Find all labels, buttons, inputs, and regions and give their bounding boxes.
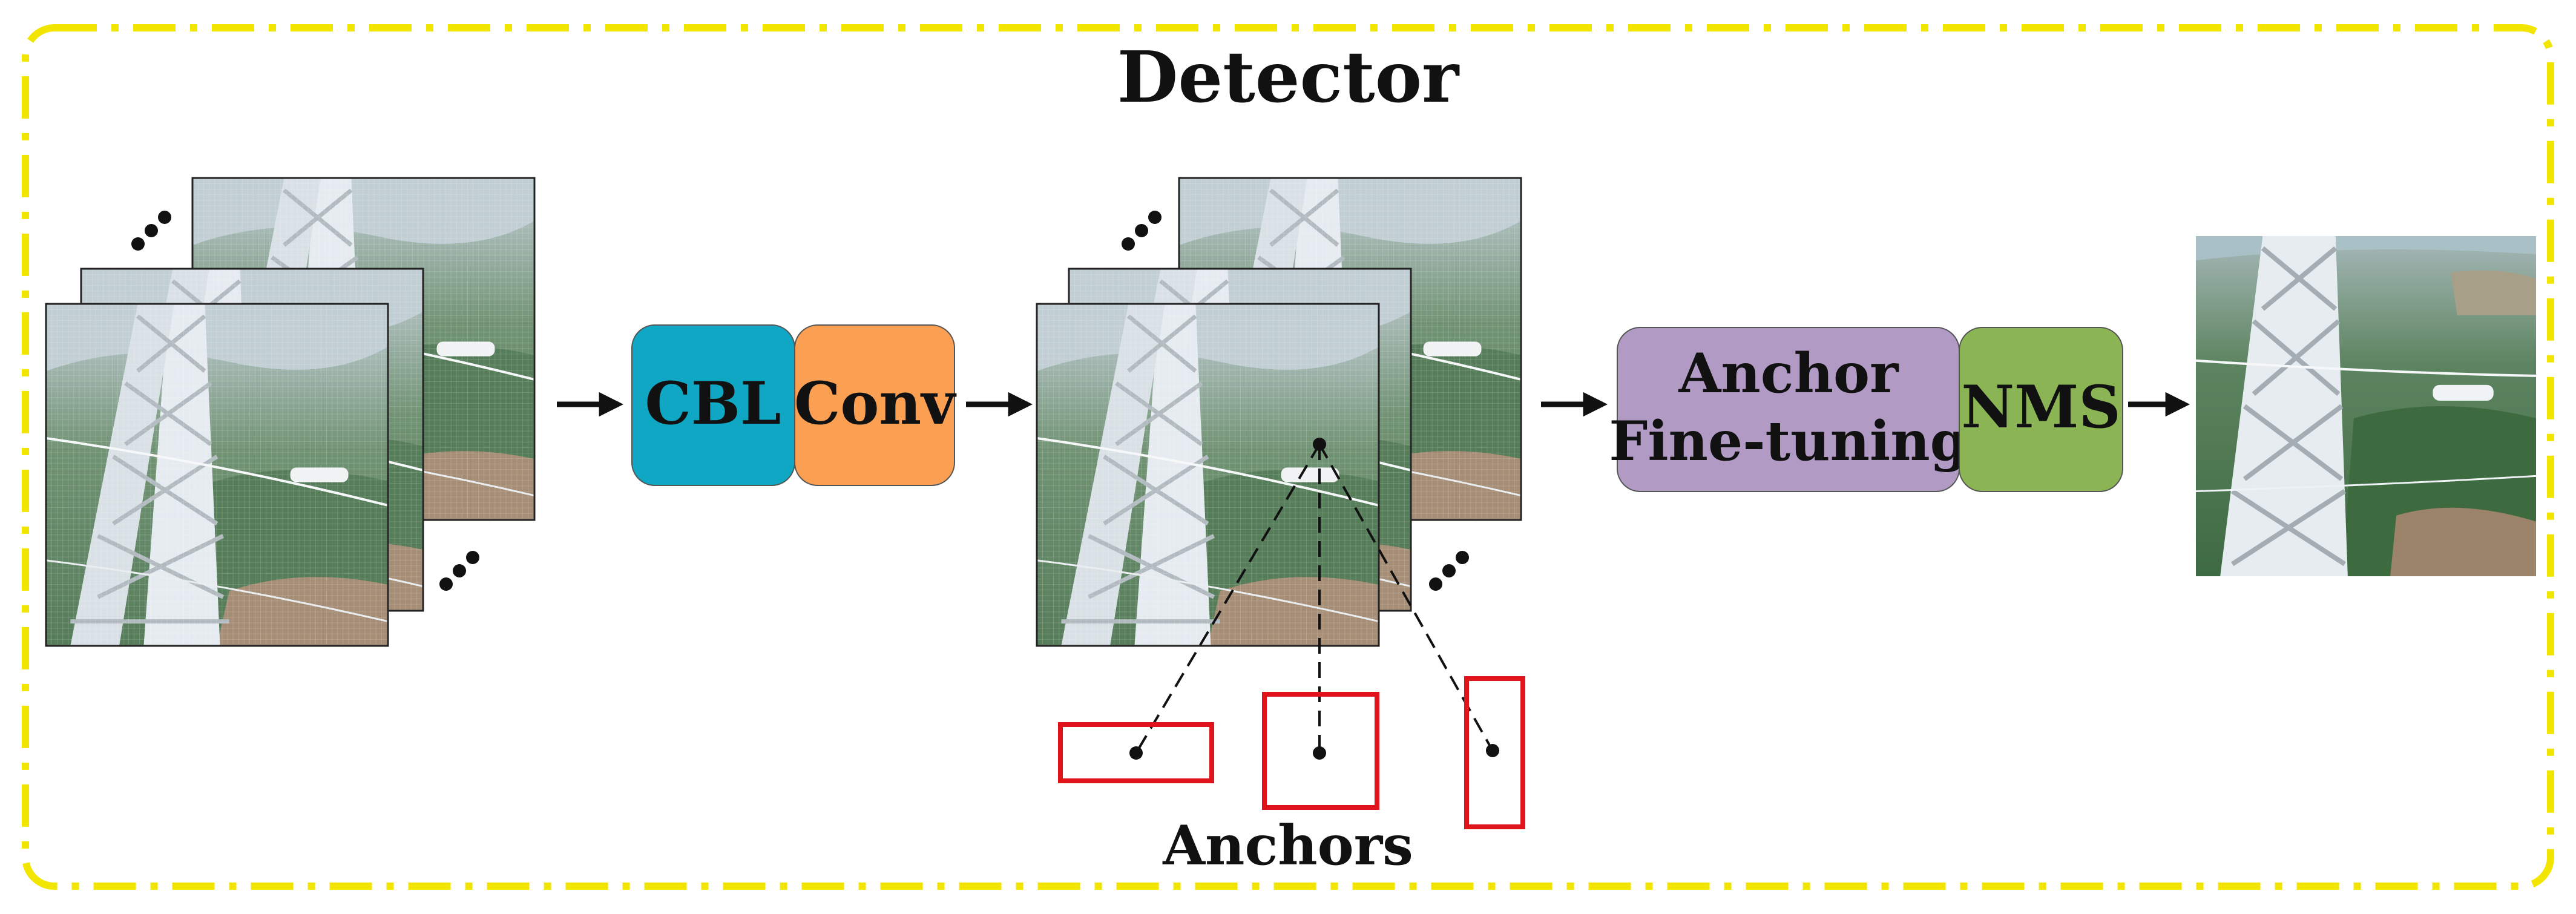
anchor-box-tall xyxy=(1464,676,1525,829)
anchor-fine-tuning-label-line1: Anchor xyxy=(1678,341,1900,406)
diagram-title: Detector xyxy=(1117,36,1460,119)
cbl-block: CBL xyxy=(631,324,795,486)
center-dot-icon xyxy=(1313,438,1326,451)
cbl-label: CBL xyxy=(645,369,781,438)
center-dot-icon xyxy=(1129,746,1143,760)
conv-label: Conv xyxy=(794,369,957,438)
ellipsis-diagonal-icon xyxy=(1429,551,1469,591)
anchor-projection-lines xyxy=(1135,443,1494,754)
feature-map-front xyxy=(1036,303,1380,647)
ellipsis-diagonal-icon xyxy=(131,211,171,251)
anchors-label: Anchors xyxy=(1162,814,1413,878)
anchor-box-square xyxy=(1262,692,1379,810)
ellipsis-diagonal-icon xyxy=(1122,211,1162,251)
center-dot-icon xyxy=(1486,744,1499,757)
output-detection-image xyxy=(2196,236,2536,576)
anchor-fine-tuning-block: Anchor Fine-tuning xyxy=(1609,327,1968,492)
input-image-front xyxy=(45,303,389,647)
ellipsis-diagonal-icon xyxy=(439,551,479,591)
nms-block: NMS xyxy=(1959,327,2123,492)
nms-label: NMS xyxy=(1961,373,2120,441)
feature-map-stack xyxy=(1036,177,1522,647)
input-image-stack xyxy=(45,177,536,647)
conv-block: Conv xyxy=(794,324,957,486)
anchor-fine-tuning-label-line2: Fine-tuning xyxy=(1609,409,1968,473)
anchor-box-wide xyxy=(1058,722,1214,783)
center-dot-icon xyxy=(1313,746,1326,760)
detector-frame xyxy=(22,24,2554,890)
